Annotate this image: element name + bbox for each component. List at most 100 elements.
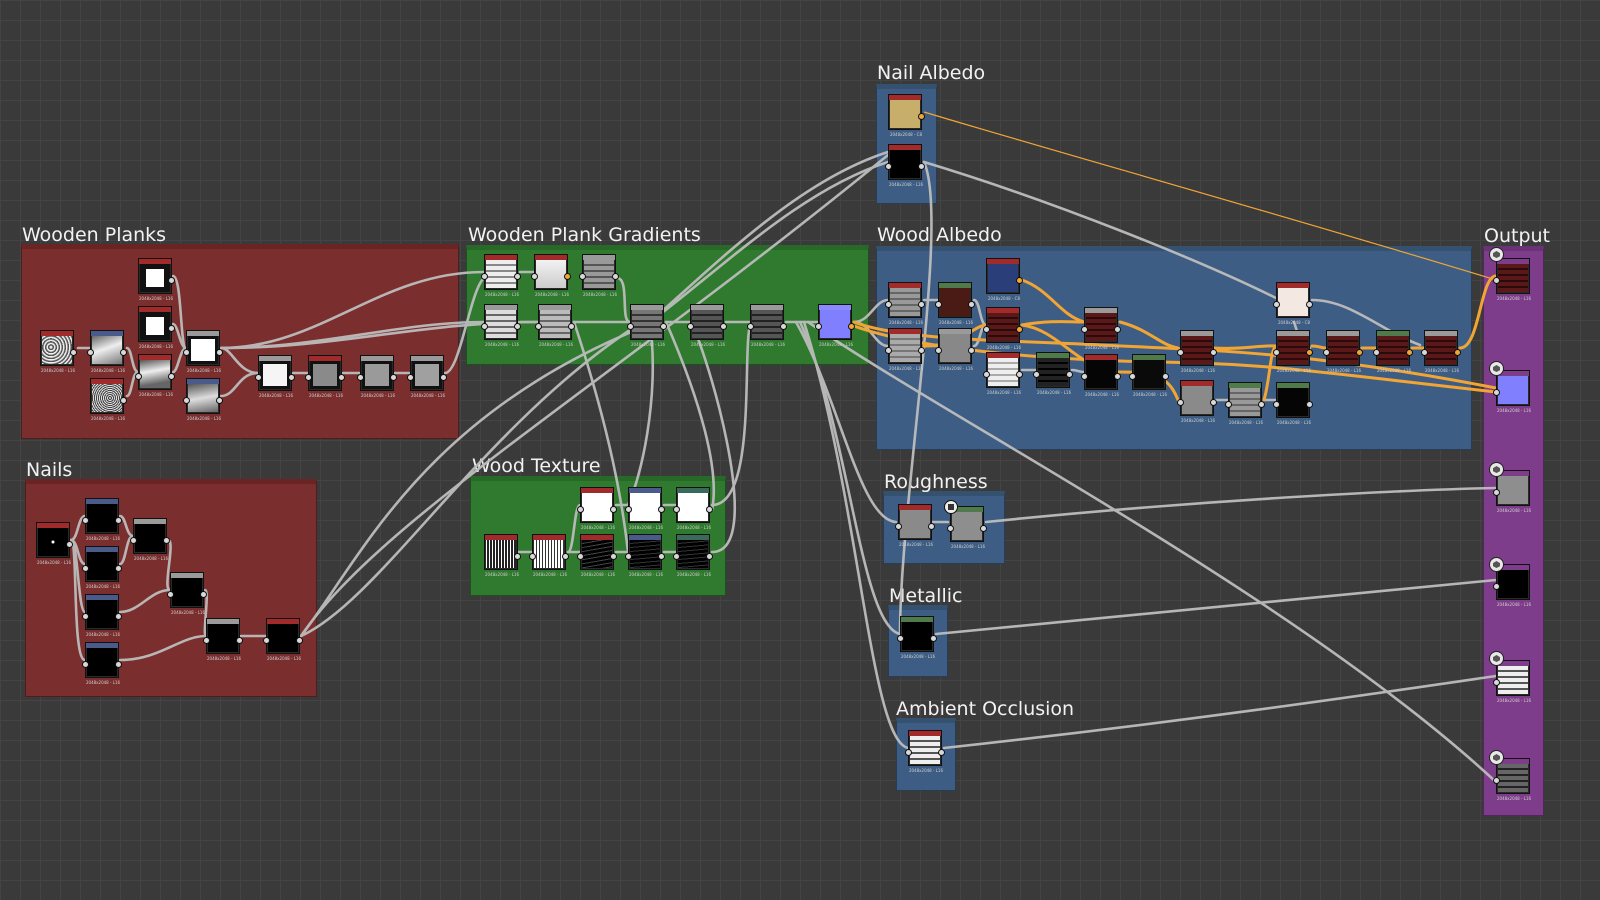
output-height[interactable]: 2048x2048 - L16 [1493,758,1531,801]
node-plank-grad-8[interactable]: 2048x2048 - L16 [747,304,787,347]
node-plank-grad-2[interactable]: 2048x2048 - L16 [531,254,571,297]
frame-wooden-planks[interactable] [21,244,459,439]
node-roughness-input[interactable]: 2048x2048 - L16 [895,504,935,547]
node-albedo-blue[interactable]: 2048x2048 - C8 [986,258,1023,301]
output-roughness[interactable]: 2048x2048 - L16 [1493,470,1531,513]
node-nail-color[interactable]: 2048x2048 - C8 [888,94,925,137]
node-caption: 2048x2048 - L16 [938,320,974,325]
node-caption: 2048x2048 - L16 [950,544,986,549]
node-plank-grad-3[interactable]: 2048x2048 - L16 [579,254,619,297]
node-wood-white-2[interactable]: 2048x2048 - L16 [625,487,665,530]
node-gray-fill[interactable]: 2048x2048 - L16 [305,355,345,398]
node-caption: 2048x2048 - L16 [85,632,121,637]
node-caption: 2048x2048 - L16 [40,368,76,373]
node-nail-tile-3[interactable]: 2048x2048 - L16 [82,594,122,637]
frame-wooden-plank-gradients[interactable] [466,245,869,365]
node-caption: 2048x2048 - L16 [1180,368,1216,373]
node-gray-final[interactable]: 2048x2048 - L16 [407,355,447,398]
node-gradient-mix[interactable]: 2048x2048 - L16 [135,354,175,397]
node-wood-grain-2[interactable]: 2048x2048 - L16 [625,534,665,577]
output-metallic[interactable]: 2048x2048 - L16 [1493,564,1531,607]
node-albedo-planks-3[interactable]: 2048x2048 - L16 [1177,330,1217,373]
node-plank-grad-6[interactable]: 2048x2048 - L16 [627,304,667,347]
node-ambient-occlusion[interactable]: 2048x2048 - L16 [905,730,945,773]
node-albedo-planks-1[interactable]: 2048x2048 - L16 [983,307,1023,350]
settings-icon[interactable] [944,500,958,514]
node-nail-mask[interactable]: 2048x2048 - L16 [885,144,925,187]
node-wood-grain-1[interactable]: 2048x2048 - L16 [577,534,617,577]
node-caption: 2048x2048 - L16 [580,572,616,577]
node-caption: 2048x2048 - L16 [628,525,664,530]
node-normal-map[interactable]: 2048x2048 - L16 [815,304,855,347]
node-shape-white-2[interactable]: 2048x2048 - L16 [138,306,175,349]
node-caption: 2048x2048 - L16 [1084,345,1120,350]
node-metallic[interactable]: 2048x2048 - L16 [897,616,937,659]
node-albedo-planks-4[interactable]: 2048x2048 - L16 [1273,330,1313,373]
node-blend-white[interactable]: 2048x2048 - L16 [183,330,223,373]
node-caption: 2048x2048 - L16 [908,768,944,773]
node-caption: 2048x2048 - C8 [987,296,1021,301]
output-ambient-occlusion[interactable]: 2048x2048 - L16 [1493,660,1531,703]
node-caption: 2048x2048 - L16 [206,656,242,661]
node-plank-grad-4[interactable]: 2048x2048 - L16 [481,304,521,347]
node-albedo-pale[interactable]: 2048x2048 - C8 [1273,282,1313,325]
node-shape-white-1[interactable]: 2048x2048 - L16 [138,258,175,301]
node-caption: 2048x2048 - L16 [170,610,206,615]
node-caption: 2048x2048 - L16 [186,416,222,421]
node-caption: 2048x2048 - L16 [1132,392,1168,397]
node-wood-grain-3[interactable]: 2048x2048 - L16 [673,534,713,577]
node-wood-noise-2[interactable]: 2048x2048 - L16 [529,534,569,577]
node-albedo-planks-2[interactable]: 2048x2048 - L16 [1081,307,1121,350]
node-caption: 2048x2048 - L16 [85,584,121,589]
node-caption: 2048x2048 - L16 [888,182,924,187]
node-plank-grad-7[interactable]: 2048x2048 - L16 [687,304,727,347]
node-noise-fine[interactable]: 2048x2048 - L16 [90,378,127,421]
node-albedo-white-planks[interactable]: 2048x2048 - L16 [983,352,1023,395]
node-wood-noise-1[interactable]: 2048x2048 - L16 [484,534,521,577]
node-caption: 2048x2048 - L16 [630,342,666,347]
node-nail-blend-1[interactable]: 2048x2048 - L16 [130,518,170,561]
node-caption: 2048x2048 - L16 [1496,796,1532,801]
node-albedo-planks-5[interactable]: 2048x2048 - L16 [1323,330,1363,373]
node-albedo-gray-3[interactable]: 2048x2048 - L16 [935,328,975,371]
node-albedo-black-1[interactable]: 2048x2048 - L16 [1081,354,1121,397]
node-albedo-gray-2[interactable]: 2048x2048 - L16 [885,328,925,371]
node-caption: 2048x2048 - C8 [889,132,923,137]
node-noise-grunge[interactable]: 2048x2048 - L16 [40,330,77,373]
frame-title-roughness: Roughness [884,471,988,493]
node-level-white[interactable]: 2048x2048 - L16 [255,355,295,398]
node-plank-grad-1[interactable]: 2048x2048 - L16 [481,254,521,297]
node-plank-grad-5[interactable]: 2048x2048 - L16 [535,304,575,347]
node-cloud-gradient[interactable]: 2048x2048 - L16 [87,330,127,373]
output-normal[interactable]: 2048x2048 - L16 [1493,370,1531,413]
frame-output[interactable] [1483,246,1544,816]
node-nail-blend-3[interactable]: 2048x2048 - L16 [203,618,243,661]
node-albedo-final[interactable]: 2048x2048 - L16 [1421,330,1461,373]
node-albedo-gray-1[interactable]: 2048x2048 - L16 [885,282,925,325]
node-albedo-planks-6[interactable]: 2048x2048 - L16 [1373,330,1413,373]
node-gray-dark[interactable]: 2048x2048 - L16 [357,355,397,398]
node-albedo-gray-4[interactable]: 2048x2048 - L16 [1177,380,1217,423]
node-nail-blend-2[interactable]: 2048x2048 - L16 [167,572,207,615]
node-albedo-black-3[interactable]: 2048x2048 - L16 [1273,382,1313,425]
node-nail-tile-4[interactable]: 2048x2048 - L16 [82,642,122,685]
node-caption: 2048x2048 - L16 [750,342,786,347]
node-nail-tile-1[interactable]: 2048x2048 - L16 [82,498,122,541]
node-caption: 2048x2048 - L16 [138,344,174,349]
node-albedo-green-planks[interactable]: 2048x2048 - L16 [1033,352,1073,395]
node-caption: 2048x2048 - L16 [1276,420,1312,425]
node-gradient-blue[interactable]: 2048x2048 - L16 [183,378,223,421]
node-albedo-gray-5[interactable]: 2048x2048 - L16 [1225,382,1265,425]
node-wood-white-1[interactable]: 2048x2048 - L16 [577,487,617,530]
output-basecolor[interactable]: 2048x2048 - L16 [1493,258,1531,301]
node-nail-output[interactable]: 2048x2048 - L16 [263,618,303,661]
node-caption: 2048x2048 - L16 [138,392,174,397]
node-nail-shape[interactable]: 2048x2048 - L16 [36,522,73,565]
node-caption: 2048x2048 - L16 [1276,368,1312,373]
node-albedo-wood-dark[interactable]: 2048x2048 - L16 [935,282,975,325]
node-caption: 2048x2048 - L16 [36,560,72,565]
node-albedo-black-2[interactable]: 2048x2048 - L16 [1129,354,1169,397]
node-nail-tile-2[interactable]: 2048x2048 - L16 [82,546,122,589]
node-wood-white-3[interactable]: 2048x2048 - L16 [673,487,713,530]
